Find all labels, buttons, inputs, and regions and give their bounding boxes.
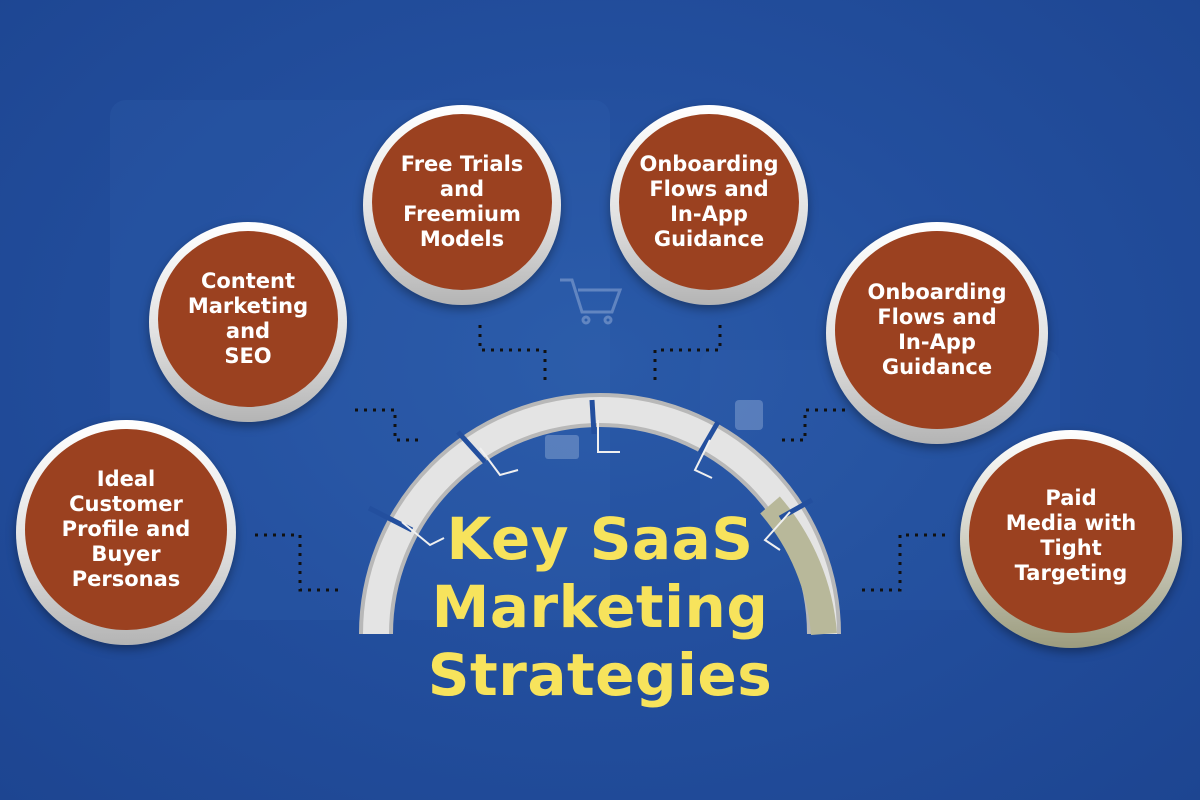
envelope-icon [545, 435, 579, 459]
strategy-node-5: Onboarding Flows and In-App Guidance [826, 222, 1048, 444]
strategy-label: Free Trials and Freemium Models [400, 152, 524, 251]
connector-5 [780, 408, 845, 442]
arrow-1 [401, 521, 445, 547]
bag-icon [735, 400, 763, 430]
arc-arrows [401, 420, 791, 551]
connector-6 [860, 533, 945, 592]
connector-2 [355, 408, 420, 442]
strategy-label: Paid Media with Tight Targeting [1005, 486, 1137, 585]
arrow-4 [693, 439, 713, 479]
strategy-node-2: Content Marketing and SEO [149, 222, 347, 422]
strategy-label: Onboarding Flows and In-App Guidance [867, 280, 1007, 379]
arrow-3 [597, 420, 620, 453]
strategy-node-fill: Free Trials and Freemium Models [372, 114, 552, 290]
strategy-node-fill: Paid Media with Tight Targeting [969, 439, 1173, 633]
strategy-node-6: Paid Media with Tight Targeting [960, 430, 1182, 648]
arrow-5 [763, 511, 791, 551]
strategy-node-1: Ideal Customer Profile and Buyer Persona… [16, 420, 236, 645]
arc-segment-gaps [367, 399, 814, 533]
shopping-cart-icon [560, 278, 623, 325]
strategy-label: Ideal Customer Profile and Buyer Persona… [61, 467, 191, 591]
connector-1 [255, 533, 340, 592]
strategy-node-fill: Ideal Customer Profile and Buyer Persona… [25, 429, 227, 630]
strategy-node-4: Onboarding Flows and In-App Guidance [610, 105, 808, 305]
strategy-node-3: Free Trials and Freemium Models [363, 105, 561, 305]
diagram-title: Key SaaS Marketing Strategies [427, 505, 773, 709]
strategy-label: Onboarding Flows and In-App Guidance [639, 152, 779, 251]
strategy-label: Content Marketing and SEO [187, 269, 309, 368]
strategy-node-fill: Onboarding Flows and In-App Guidance [835, 231, 1039, 429]
arrow-2 [479, 447, 519, 477]
connector-4 [653, 325, 722, 385]
strategy-node-fill: Content Marketing and SEO [158, 231, 338, 407]
strategy-node-fill: Onboarding Flows and In-App Guidance [619, 114, 799, 290]
connector-3 [478, 325, 547, 385]
dotted-connectors [255, 325, 945, 592]
